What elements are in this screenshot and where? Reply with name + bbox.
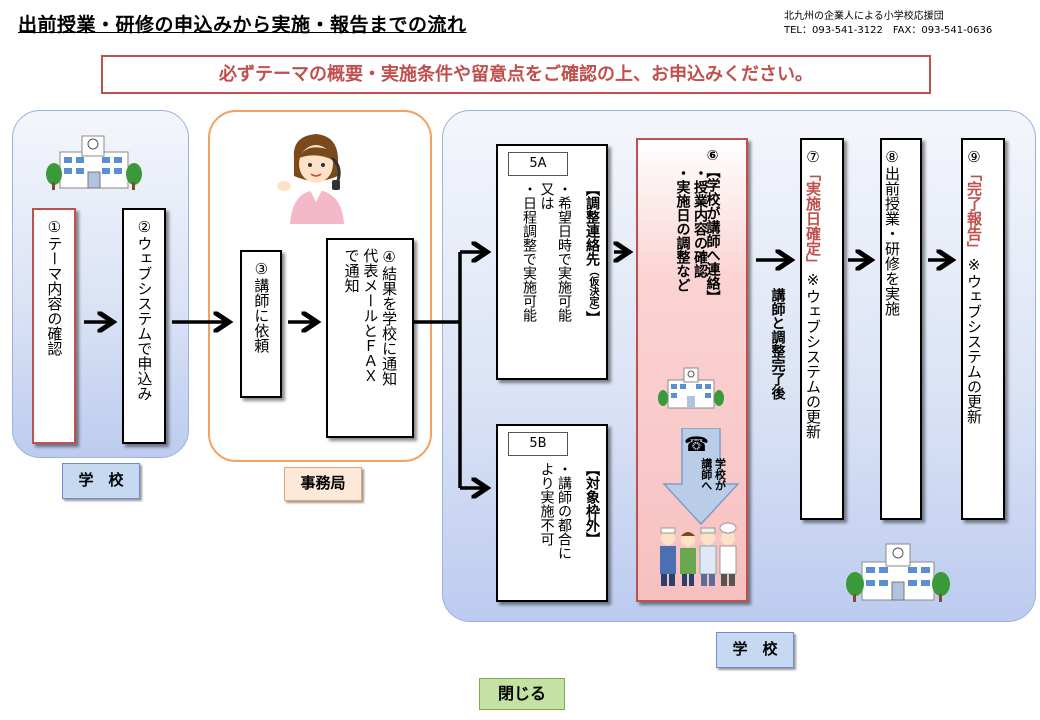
org-info: 北九州の企業人による小学校応援団 TEL：093-541-3122 FAX：09… [784, 10, 992, 38]
step9-box: ⑨「完了報告」※ウェブシステムの更新 [961, 138, 1005, 520]
step7-heading: 「実施日確定」 [804, 166, 822, 271]
step3-box: ③講師に依頼 [240, 250, 282, 398]
telephone-icon: ☎ [684, 432, 709, 456]
step3-text: ③講師に依頼 [252, 260, 271, 353]
notice-banner: 必ずテーマの概要・実施条件や留意点をご確認の上、お申込みください。 [101, 55, 931, 94]
office-label: 事務局 [284, 467, 362, 501]
step9-heading: 「完了報告」 [965, 166, 983, 256]
step6-arrow-label: 学校が 講師へ [699, 458, 727, 491]
step2-text: ②ウェブシステムで申込み [135, 218, 154, 401]
close-button[interactable]: 閉じる [479, 678, 565, 710]
school-building-icon [658, 367, 724, 409]
school-label-left: 学 校 [62, 463, 140, 499]
step7-text: ⑦「実施日確定」※ウェブシステムの更新 [804, 148, 822, 439]
connector-label: 講師と調整完了後 [769, 288, 786, 400]
org-name: 北九州の企業人による小学校応援団 [784, 11, 944, 22]
school-building-icon [846, 543, 950, 602]
school-to-instructor-arrow [662, 428, 740, 526]
step5a-number: 5A [508, 152, 568, 176]
step4-box: ④結果を学校に通知 代表メールとＦＡＸ で通知 [326, 238, 414, 438]
school-building-icon [46, 135, 142, 190]
school-label-right: 学 校 [716, 632, 794, 668]
step6-number: ⑥【学校が講師へ連絡】 [704, 148, 721, 304]
step5a-heading: 【調整連絡先（仮決定）】 [584, 182, 600, 325]
step5a-box: 5A 【調整連絡先（仮決定）】 ・希望日時で実施可能 又は ・日程調整で実施可能 [496, 144, 608, 380]
step8-box: ⑧出前授業・研修を実施 [880, 138, 922, 520]
staff-group-icon [660, 522, 737, 586]
operator-woman-icon [277, 134, 344, 224]
step9-text: ⑨「完了報告」※ウェブシステムの更新 [965, 148, 983, 424]
step4-text: ④結果を学校に通知 代表メールとＦＡＸ で通知 [342, 248, 399, 386]
page-title: 出前授業・研修の申込みから実施・報告までの流れ [18, 14, 467, 36]
org-contact: TEL：093-541-3122 FAX：093-541-0636 [784, 25, 993, 36]
step8-text: ⑧出前授業・研修を実施 [883, 148, 901, 316]
step5b-heading: 【対象枠外】 [584, 462, 600, 546]
step5b-number: 5B [508, 432, 568, 456]
step5b-body: ・講師の都合に より実施不可 [538, 462, 573, 560]
step6-heading: 【学校が講師へ連絡】 [704, 164, 721, 304]
step5a-body: ・希望日時で実施可能 又は ・日程調整で実施可能 [521, 182, 572, 322]
step1-text: ①テーマ内容の確認 [45, 218, 64, 356]
step1-box: ①テーマ内容の確認 [32, 208, 76, 444]
step7-box: ⑦「実施日確定」※ウェブシステムの更新 [800, 138, 844, 520]
step2-box: ②ウェブシステムで申込み [122, 208, 166, 444]
step5b-box: 5B 【対象枠外】 ・講師の都合に より実施不可 [496, 424, 608, 602]
step6-body: ・授業内容の確認 ・実施日の調整など [674, 166, 709, 292]
